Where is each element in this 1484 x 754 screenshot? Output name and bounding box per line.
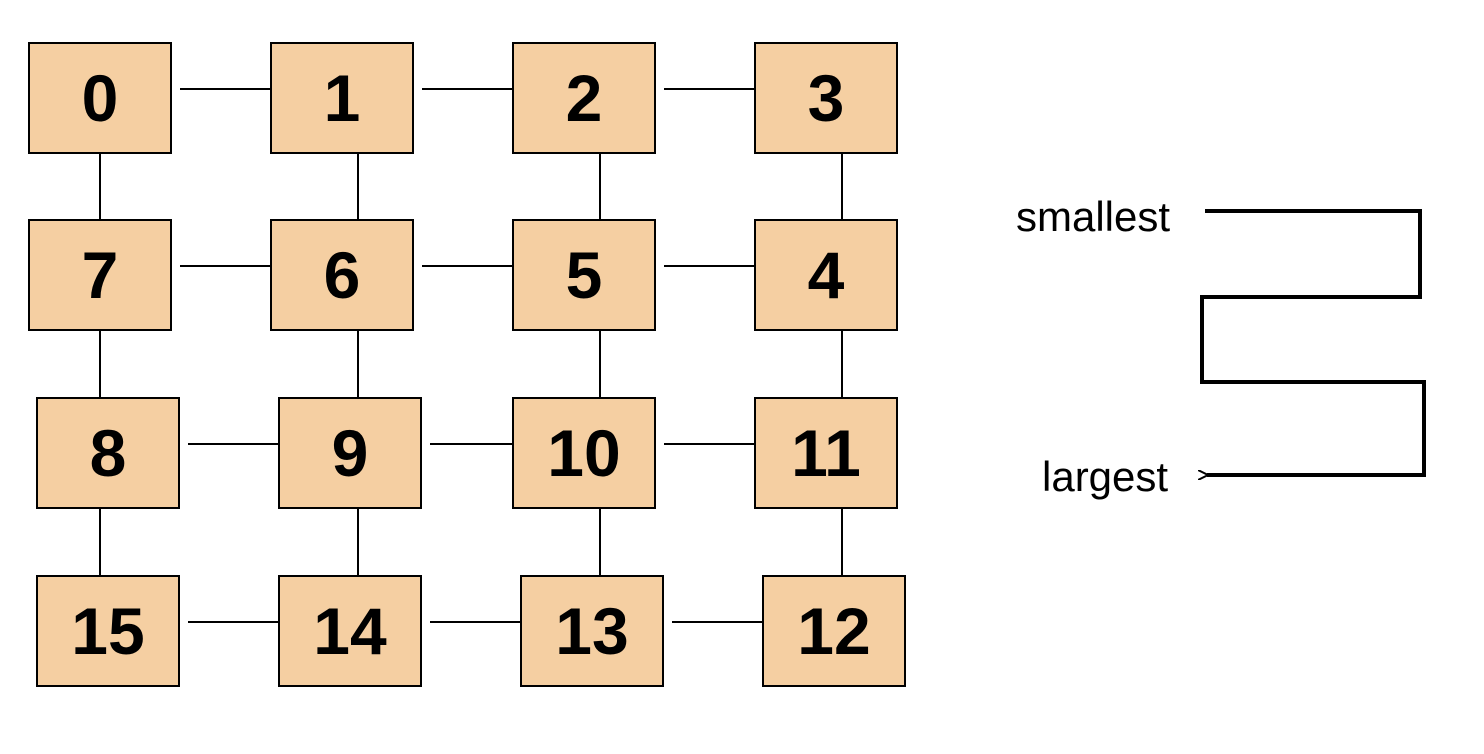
node-14: 14 xyxy=(278,575,422,687)
node-10: 10 xyxy=(512,397,656,509)
node-3: 3 xyxy=(754,42,898,154)
node-13: 13 xyxy=(520,575,664,687)
node-5: 5 xyxy=(512,219,656,331)
smallest-label: smallest xyxy=(1016,193,1171,240)
largest-label: largest xyxy=(1042,453,1169,500)
node-12: 12 xyxy=(762,575,906,687)
node-15: 15 xyxy=(36,575,180,687)
node-0: 0 xyxy=(28,42,172,154)
node-8: 8 xyxy=(36,397,180,509)
node-2: 2 xyxy=(512,42,656,154)
node-7: 7 xyxy=(28,219,172,331)
node-4: 4 xyxy=(754,219,898,331)
node-11: 11 xyxy=(754,397,898,509)
node-1: 1 xyxy=(270,42,414,154)
node-9: 9 xyxy=(278,397,422,509)
snake-path-line xyxy=(1202,209,1426,475)
node-6: 6 xyxy=(270,219,414,331)
